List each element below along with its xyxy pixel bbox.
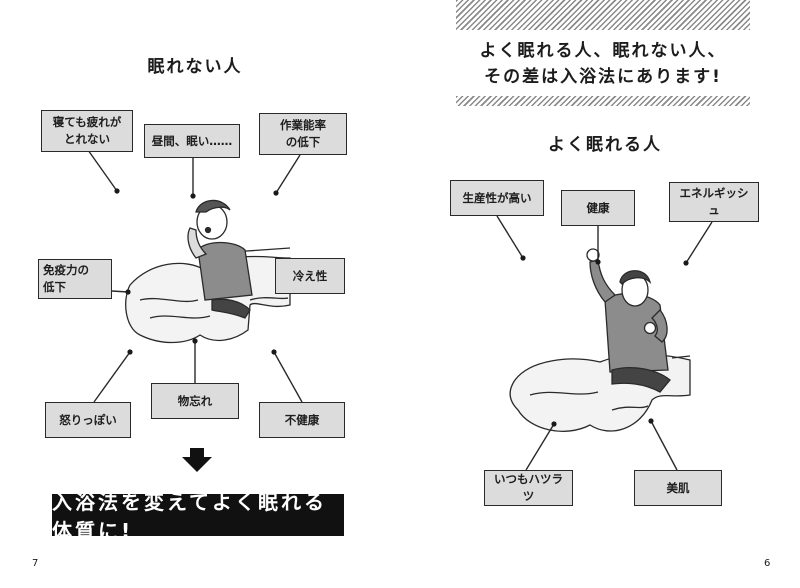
title-bottom-hatch-band (456, 96, 750, 106)
right-page-heading: よく眠れる人 (548, 135, 662, 155)
left-page-number: 7 (32, 558, 39, 569)
box-low-immunity: 免疫力の 低下 (38, 259, 112, 299)
left-page-heading: 眠れない人 (147, 57, 243, 77)
title-top-hatch-band (456, 0, 750, 30)
energetic-man-illustration (509, 248, 691, 432)
right-page-number: 6 (764, 558, 771, 569)
box-unhealthy: 不健康 (259, 402, 345, 438)
box-healthy: 健康 (561, 190, 635, 226)
box-high-productivity: 生産性が高い (450, 180, 544, 216)
box-forgetfulness: 物忘れ (151, 383, 239, 419)
box-beautiful-skin: 美肌 (634, 470, 722, 506)
box-low-work-efficiency: 作業能率 の低下 (259, 113, 347, 155)
box-always-lively: いつもハツラツ (484, 470, 573, 506)
box-tired-after-sleep: 寝ても疲れが とれない (41, 110, 133, 152)
right-page-title: よく眠れる人、眠れない人、 その差は入浴法にあります! (479, 41, 727, 87)
box-daytime-sleepiness: 昼間、眠い…… (144, 124, 240, 158)
box-poor-circulation: 冷え性 (275, 258, 345, 294)
box-energetic: エネルギッシュ (669, 182, 759, 222)
down-arrow-icon (182, 448, 212, 472)
sleepy-man-illustration (125, 199, 291, 344)
left-connectors (87, 149, 303, 403)
box-irritable: 怒りっぽい (45, 402, 131, 438)
right-connectors (496, 215, 713, 471)
conclusion-banner: 入浴法を変えてよく眠れる体質に! (52, 490, 344, 543)
